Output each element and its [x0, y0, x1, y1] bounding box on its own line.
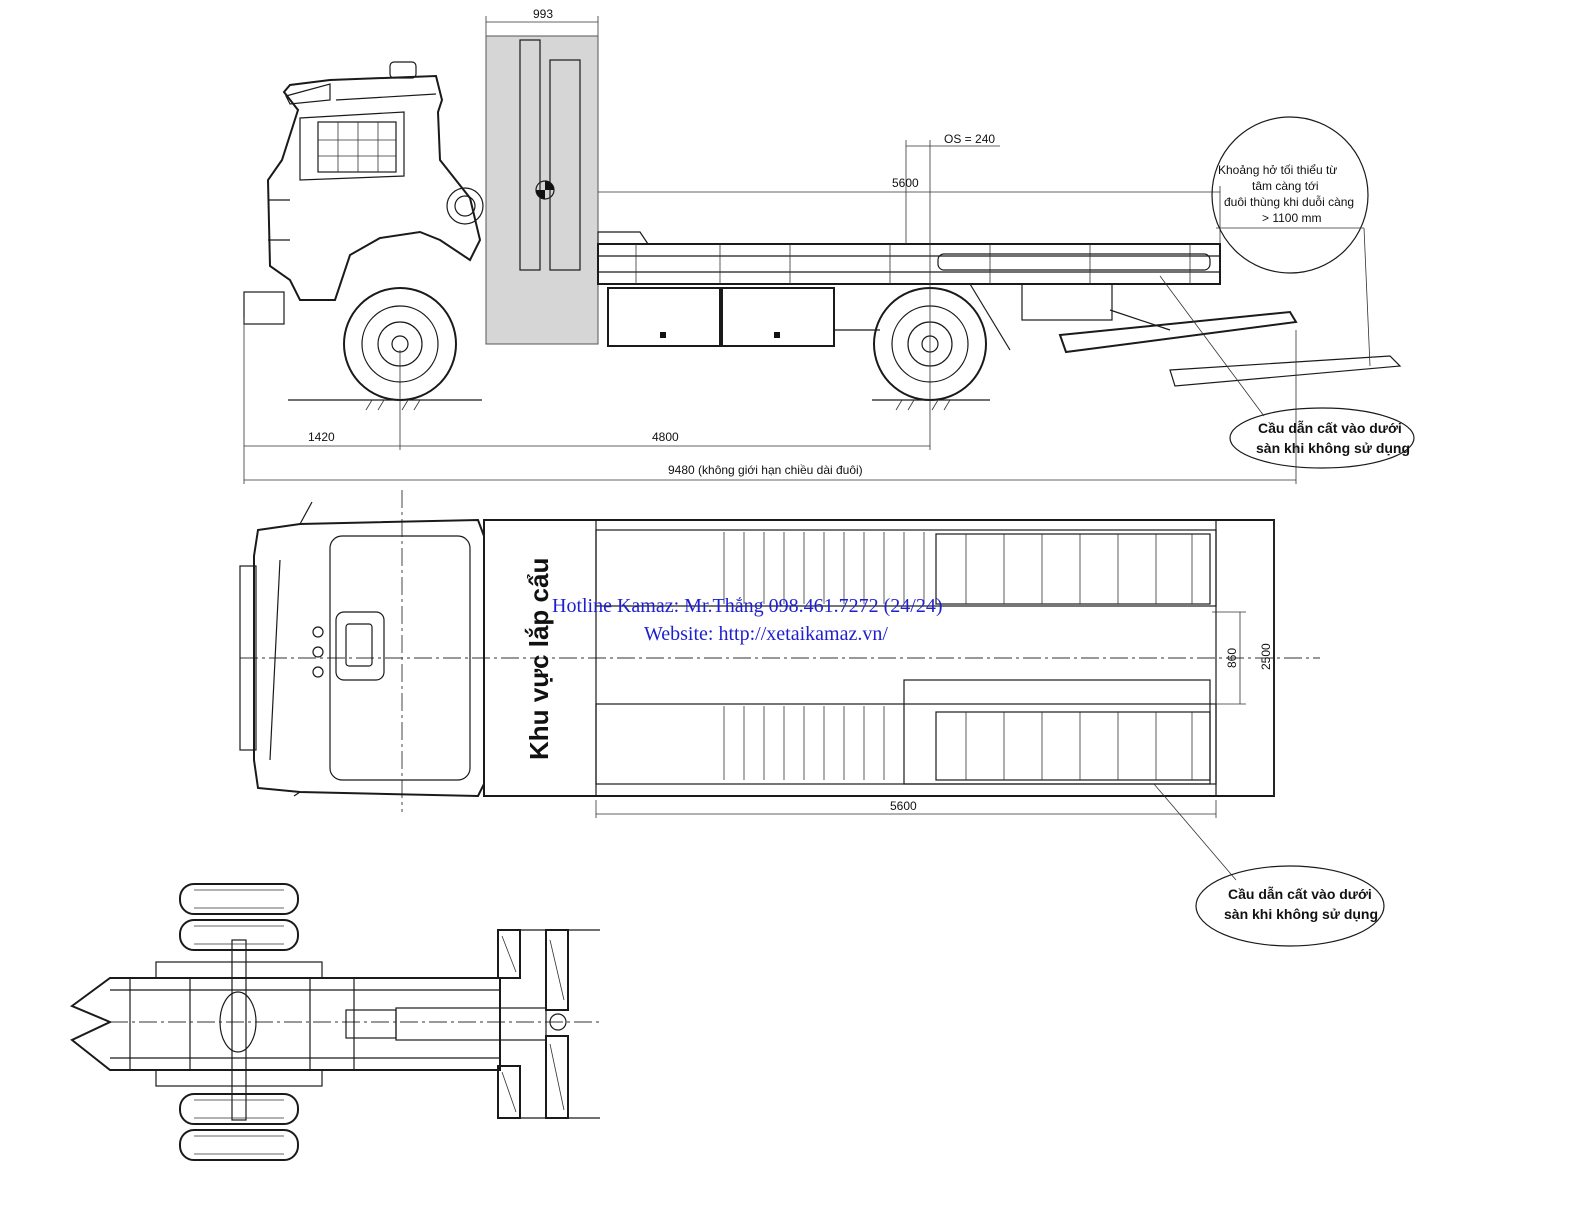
toolbox-front	[607, 287, 721, 347]
hotline-text: Hotline Kamaz: Mr.Thắng 098.461.7272 (24…	[552, 595, 943, 617]
clearance-note-line2: tâm càng tới	[1252, 179, 1319, 193]
rear-tire-lower-outer	[179, 1129, 299, 1161]
clearance-note-line3: đuôi thùng khi duỗi càng	[1224, 194, 1354, 209]
track-inner-dimension: 860	[1225, 648, 1239, 668]
body-length-top-dimension: 5600	[890, 799, 917, 813]
rear-bracket-lower	[497, 1065, 521, 1119]
clearance-note-line1: Khoảng hở tối thiểu từ	[1218, 163, 1337, 177]
rear-tire-lower-inner	[179, 1093, 299, 1125]
ramp-callout-top	[1195, 865, 1385, 947]
chassis-frame	[69, 977, 501, 1071]
wheelbase-dimension: 4800	[652, 430, 679, 444]
total-length-dimension: 9480 (không giới hạn chiều dài đuôi)	[668, 463, 863, 477]
crane-area-label: Khu vực lắp cẩu	[524, 558, 554, 760]
rear-tire-upper-outer	[179, 883, 299, 915]
ramp-callout-top-line1: Cầu dẫn cất vào dưới	[1228, 886, 1372, 902]
overhang-dimension: OS = 240	[944, 132, 995, 146]
ramp-callout-side-line2: sàn khi không sử dụng	[1256, 440, 1410, 456]
ramp-top-upper	[935, 533, 1211, 605]
front-overhang-dimension: 1420	[308, 430, 335, 444]
cargo-bed-side	[597, 243, 1221, 285]
ramp-callout-side-line1: Cầu dẫn cất vào dưới	[1258, 420, 1402, 436]
clearance-detail-circle	[1211, 116, 1369, 274]
clearance-note-line4: > 1100 mm	[1262, 211, 1321, 225]
rear-bracket-upper	[497, 929, 521, 979]
body-length-side-dimension: 5600	[892, 176, 919, 190]
side-view: 993	[243, 7, 1415, 484]
cab-body	[266, 74, 482, 301]
ramp-top-lower	[935, 711, 1211, 781]
cab-top	[253, 518, 485, 798]
ramp-callout-top-line2: sàn khi không sử dụng	[1224, 906, 1378, 922]
ramp-side	[1058, 310, 1298, 354]
ramp-callout-side	[1229, 407, 1415, 469]
body-width-dimension: 2500	[1259, 643, 1273, 670]
website-text: Website: http://xetaikamaz.vn/	[644, 623, 888, 645]
crane-width-dimension: 993	[533, 7, 553, 21]
chassis-underside-view	[69, 883, 600, 1161]
toolbox-rear	[721, 287, 835, 347]
top-view: Khu vực lắp cẩu 860 2500 5600 Cầu dẫn cấ…	[239, 490, 1385, 947]
rear-tire-upper-inner	[179, 919, 299, 951]
